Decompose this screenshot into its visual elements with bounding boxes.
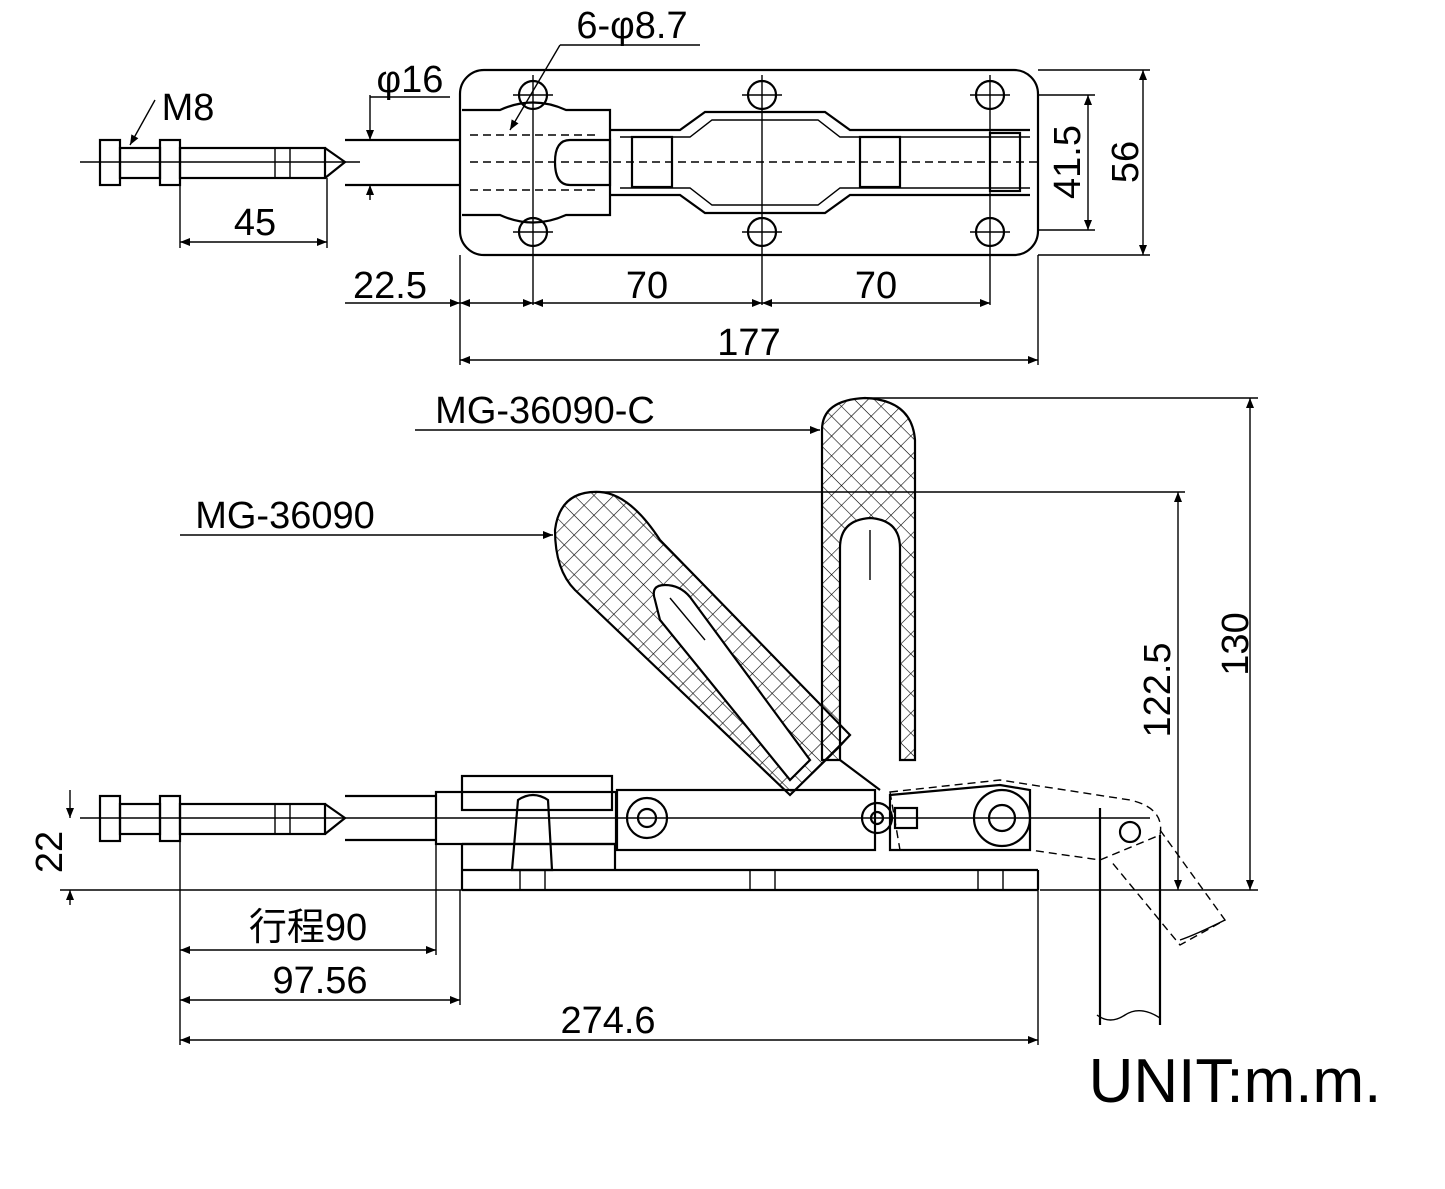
- dim-height-closed: 122.5: [1137, 642, 1179, 737]
- label-model-c: MG-36090-C: [435, 390, 655, 432]
- dim-extension: 97.56: [272, 960, 367, 1002]
- side-view: MG-36090-C MG-36090 122.5 130 22 行程90 97…: [29, 390, 1258, 1045]
- link-bar: [615, 788, 877, 852]
- mounting-holes: [513, 75, 1010, 305]
- dim-height-open: 130: [1215, 612, 1257, 675]
- dim-pitch-1: 70: [626, 265, 668, 307]
- dim-edge: 22.5: [353, 265, 427, 307]
- dim-rod-length: 45: [234, 202, 276, 244]
- dim-overall-length: 274.6: [560, 1000, 655, 1042]
- dim-rod-height: 22: [29, 831, 71, 873]
- linkage-arms: [610, 110, 1030, 215]
- dim-stroke: 行程90: [249, 907, 367, 949]
- handle-vertical: [820, 396, 917, 762]
- plunger-rod: [80, 138, 460, 187]
- dim-holes: 6-φ8.7: [576, 5, 687, 47]
- dim-thread: M8: [162, 87, 215, 129]
- dim-base-width: 56: [1105, 141, 1147, 183]
- top-view: 45 φ16 M8 6-φ8.7 22.5 70 70 177 41.5 56: [80, 5, 1150, 365]
- dim-rod-diameter: φ16: [377, 59, 444, 101]
- plunger-rod-side: [80, 794, 600, 843]
- dim-base-length: 177: [717, 322, 780, 364]
- base-plate-outline: [458, 68, 1040, 257]
- clamp-arm-dashed: [889, 779, 1162, 861]
- label-model: MG-36090: [195, 495, 375, 537]
- dim-slot-width: 41.5: [1047, 125, 1089, 199]
- unit-label: UNIT:m.m.: [1089, 1047, 1382, 1116]
- dim-pitch-2: 70: [855, 265, 897, 307]
